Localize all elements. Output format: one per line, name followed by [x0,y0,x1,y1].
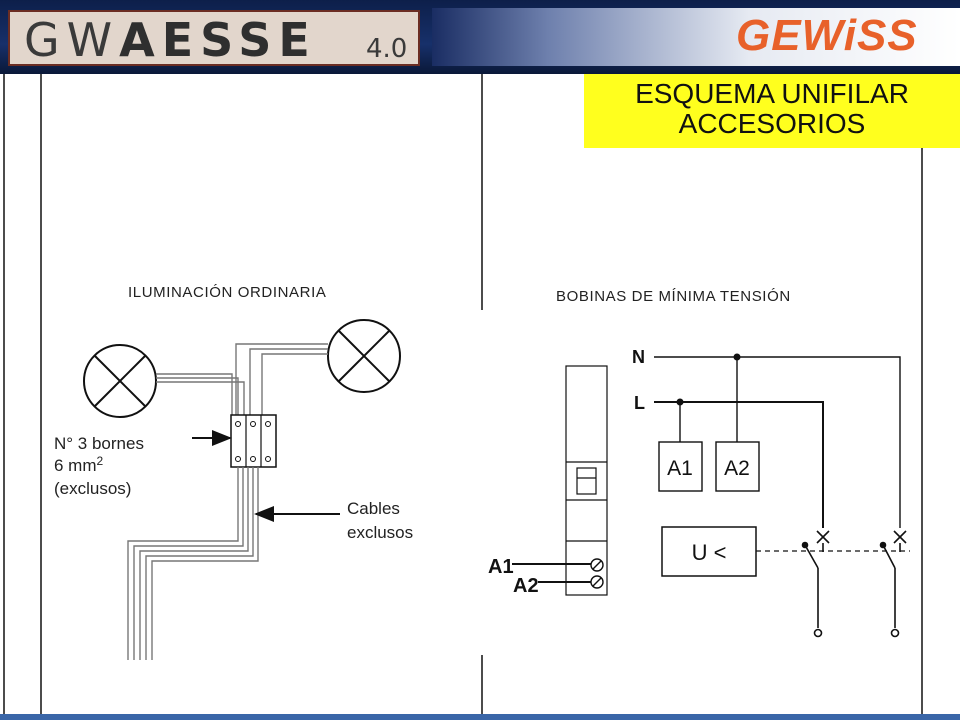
header-bar: GWAESSE 4.0 GEWiSS [0,0,960,74]
terminals-label-superscript: 2 [97,454,104,468]
terminals-label-line-2: 6 mm2 [54,454,104,475]
lamp-2-icon [327,319,401,393]
gewiss-banner: GEWiSS [432,8,960,66]
neutral-label: N [632,347,645,367]
neutral-junction-dot [733,353,741,361]
gwaesse-wordmark: GWAESSE [24,13,317,67]
relay-box [661,526,757,577]
breaker-contact-1 [801,530,830,638]
coil-terminal-a1-box [658,441,703,492]
din-device [565,365,608,596]
cables-label-line-1: Cables [347,499,400,518]
left-diagram-heading: ILUMINACIÓN ORDINARIA [128,284,326,301]
outgoing-cables [127,467,259,660]
title-line-1: ESQUEMA UNIFILAR [635,78,909,109]
gwaesse-logo: GWAESSE 4.0 [8,10,420,67]
terminal-block [230,414,277,468]
line-junction-dot [676,398,684,406]
terminals-label-line-1: N° 3 bornes [54,434,144,453]
terminals-label-line-3: (exclusos) [54,479,131,498]
lamp-2-wires [235,343,328,416]
terminals-label-size: 6 mm [54,456,97,475]
device-terminal-a1-label: A1 [488,556,514,578]
coil-terminal-a2-label: A2 [724,457,750,480]
gewiss-logo: GEWiSS [736,11,918,60]
device-screw-a2 [590,575,604,589]
coil-terminal-a1-label: A1 [667,457,693,480]
title-box: ESQUEMA UNIFILAR ACCESORIOS [584,74,960,148]
device-terminal-a2-label: A2 [513,575,539,597]
title-line-2: ACCESORIOS [678,108,866,139]
relay-label: U < [692,540,727,565]
right-diagram-heading: BOBINAS DE MÍNIMA TENSIÓN [556,288,791,305]
breaker-contact-2 [879,530,907,638]
cables-label-line-2: exclusos [347,523,413,542]
device-screw-a1 [590,558,604,572]
lamp-1-wires [156,373,245,416]
line-label: L [634,393,645,413]
version-label: 4.0 [366,34,408,64]
coil-terminal-a2-box [715,441,760,492]
gwaesse-bold-part: AESSE [119,13,317,67]
lamp-1-icon [83,344,157,418]
page-frame [3,74,923,714]
bottom-bar [0,714,960,720]
gwaesse-light-part: GW [24,13,120,67]
